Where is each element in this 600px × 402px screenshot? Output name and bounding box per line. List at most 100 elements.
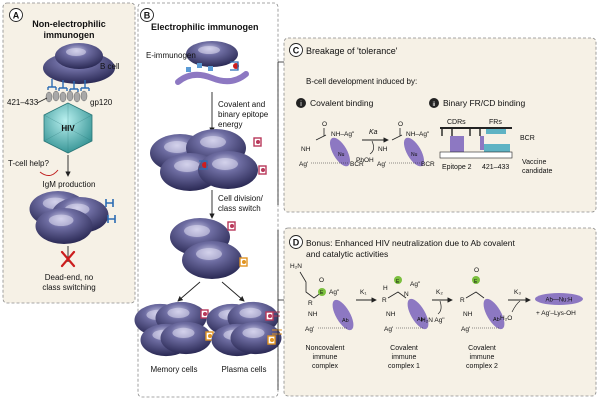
e-immunogen-cell — [186, 41, 238, 67]
epitope-label: 421–433 — [7, 98, 39, 107]
item1-badge-circle — [296, 98, 306, 108]
d-e-1: E — [320, 290, 324, 296]
epitope-421-block — [484, 144, 510, 152]
ka-label: Ka — [369, 129, 378, 136]
d-e-3: E — [474, 279, 478, 285]
division-line1: Cell division/ — [218, 194, 264, 203]
d-r-3: R — [460, 297, 465, 304]
d-ag1-3: Ag' — [461, 326, 470, 333]
energy-line3: energy — [218, 120, 242, 129]
c-ag-2: Ag' — [377, 161, 386, 168]
panel-d: D Bonus: Enhanced HIV neutralization due… — [277, 227, 597, 397]
panel-c-subtitle: B-cell development induced by: — [306, 77, 417, 86]
panel-c-title: Breakage of 'tolerance' — [306, 46, 398, 56]
cdrs-label: CDRs — [447, 119, 466, 126]
epitope2-block — [450, 136, 464, 152]
c-bcr-ellipse-1 — [329, 137, 351, 167]
c-nh-ag-1: NH–Ag" — [331, 131, 355, 138]
c-nh-2: NH — [378, 146, 388, 153]
panel-d-title-line1: Bonus: Enhanced HIV neutralization due t… — [306, 238, 516, 248]
energy-line1: Covalent and — [218, 100, 265, 109]
panel-d-badge: D — [293, 238, 300, 248]
panel-a-badge: A — [13, 11, 20, 21]
binary-binding-scheme: CDRs FRs BCR Epitope 2 421–433 Vaccine c… — [439, 119, 552, 175]
d-ag1-2: Ag' — [384, 326, 393, 333]
e-immunogen-molecule — [175, 61, 249, 85]
c-nu-2: Nu — [411, 152, 418, 158]
arrow-to-plasma — [221, 281, 245, 302]
b-cell-label: B cell — [100, 62, 120, 71]
memory-cells-label: Memory cells — [150, 365, 197, 374]
panel-b-title: Electrophilic immunogen — [151, 22, 259, 32]
d-o-1: O — [319, 277, 324, 284]
panel-b-badge: B — [144, 11, 151, 21]
igm-label: IgM production — [43, 180, 96, 189]
electrophile-2 — [394, 276, 402, 284]
cross-icon — [60, 250, 76, 268]
gp120-spikes — [45, 90, 88, 103]
e2-line2: immune — [392, 354, 417, 361]
d-r-1: R — [308, 300, 313, 307]
tcell-help-curve — [39, 169, 59, 176]
division-line2: class switch — [218, 204, 261, 213]
panel-a-title-line2: immunogen — [44, 30, 95, 40]
e1-line1: Noncovalent — [306, 345, 345, 352]
plasma-cells-label: Plasma cells — [222, 365, 267, 374]
c-ag-1: Ag' — [299, 161, 308, 168]
d-ag1-1: Ag' — [305, 326, 314, 333]
tcell-help-label: T-cell help? — [8, 159, 49, 168]
memory-cells — [134, 301, 214, 357]
k2-release-curve — [437, 300, 442, 315]
released-amine: H₂N Ag" — [421, 317, 445, 324]
phoh-label: PhOH — [356, 157, 374, 164]
item2-badge: ii — [433, 101, 436, 108]
panel-c: C Breakage of 'tolerance' B-cell develop… — [277, 37, 597, 213]
dividing-cell-cluster — [150, 129, 267, 191]
e-immunogen-label: E-immunogen — [146, 51, 196, 60]
e3-line2: immune — [470, 354, 495, 361]
d-nh-2: NH — [386, 311, 396, 318]
item2-badge-circle — [429, 98, 439, 108]
gp120-label: gp120 — [90, 98, 113, 107]
d-nh-3: NH — [463, 311, 473, 318]
d-ag2-2: Ag" — [410, 281, 421, 288]
covalent-complex-2: R E O NH Ag' Ab Covalent immune complex … — [460, 267, 505, 370]
arrow-to-memory — [177, 281, 201, 302]
d-o-3: O — [474, 267, 479, 274]
hiv-label: HIV — [61, 124, 75, 133]
vaccine-line1: Vaccine — [522, 159, 546, 166]
c-bcr-1: BCR — [350, 161, 364, 168]
epitope-pointer — [36, 97, 48, 104]
e3-line1: Covalent — [468, 345, 496, 352]
vaccine-line2: candidate — [522, 168, 552, 175]
item2-label: Binary FR/CD binding — [443, 98, 525, 108]
c-bcr-ellipse-2 — [403, 137, 425, 167]
h2o-curve — [511, 300, 521, 313]
plasma-cells — [206, 301, 282, 357]
panel-b-badge-circle — [140, 8, 154, 22]
epitope-421-label: 421–433 — [482, 164, 509, 171]
product-label: Ab—Nu:H — [545, 298, 572, 304]
electrophile-3 — [472, 276, 480, 284]
dead-end-line2: class switching — [42, 283, 95, 292]
electrophile-1 — [318, 288, 326, 296]
panel-a: A Non-electrophilic immunogen B cell 421… — [2, 2, 136, 304]
panel-d-badge-circle — [289, 235, 303, 249]
d-ab-2: Ab — [417, 317, 424, 323]
k3-label: K₃ — [514, 289, 521, 296]
frs-label: FRs — [489, 119, 502, 126]
d-ab-1: Ab — [342, 318, 349, 324]
free-antibody: Ab—Nu:H — [535, 293, 583, 305]
panel-c-badge-circle — [289, 43, 303, 57]
panel-a-title-line1: Non-electrophilic — [32, 19, 106, 29]
d-r-2: R — [382, 297, 387, 304]
covalent-binding-scheme: O NH–Ag" NH Ag' Nu BCR Ka PhOH O NH–Ag" … — [299, 121, 435, 168]
covalent-complex-1: H R E N Ag" NH Ag' Ab Covalent immune co… — [382, 276, 429, 370]
c-nh-1: NH — [301, 146, 311, 153]
panel-c-frame — [283, 37, 597, 213]
d-e-2: E — [396, 279, 400, 285]
b-cell-receptors — [47, 79, 90, 92]
epitope2-label: Epitope 2 — [442, 164, 472, 171]
